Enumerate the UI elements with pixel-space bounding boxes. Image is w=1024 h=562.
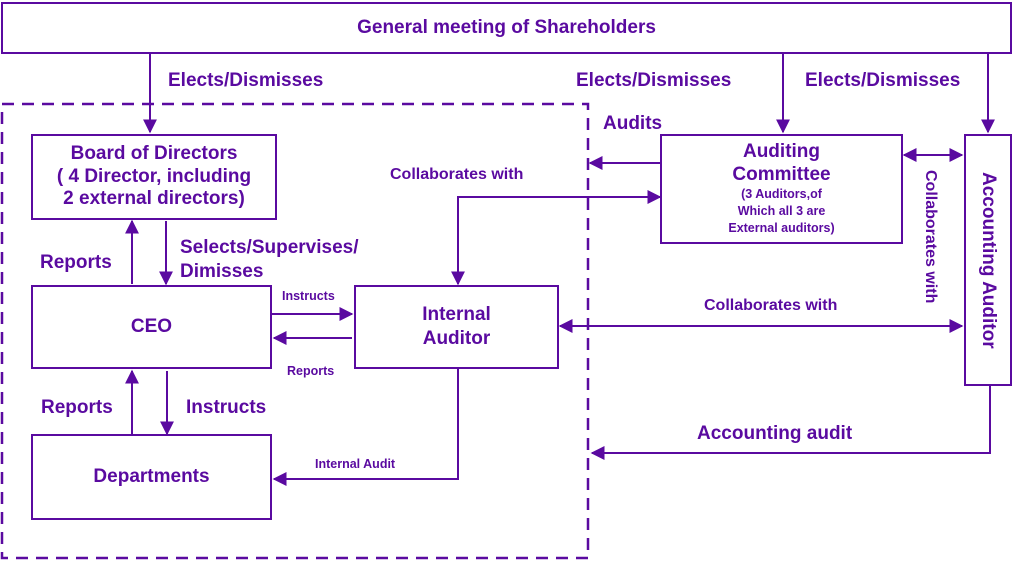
ceo-box: CEO xyxy=(31,285,272,369)
arrow-committee-internal-collab xyxy=(451,190,662,286)
departments-title: Departments xyxy=(93,466,210,487)
label-ceo-instructs-auditor: Instructs xyxy=(282,289,335,303)
accounting-auditor-title: Accounting Auditor xyxy=(978,171,999,349)
ceo-title: CEO xyxy=(130,316,173,337)
board-detail-2: 2 external directors) xyxy=(63,188,245,210)
shareholders-title: General meeting of Shareholders xyxy=(357,17,656,38)
label-internal-audit: Internal Audit xyxy=(315,457,396,471)
label-dept-reports-ceo: Reports xyxy=(41,397,113,418)
accounting-auditor-box: Accounting Auditor xyxy=(964,134,1012,386)
label-collab-internal-accounting: Collaborates with xyxy=(704,297,838,314)
internal-auditor-title-2: Auditor xyxy=(422,328,491,349)
label-audits: Audits xyxy=(603,113,663,134)
arrow-internal-audit xyxy=(272,369,459,486)
board-box: Board of Directors ( 4 Director, includi… xyxy=(31,134,277,220)
committee-note-1: (3 Auditors,of xyxy=(741,187,822,202)
label-board-selects-2: Dimisses xyxy=(180,260,264,282)
auditing-committee-box: Auditing Committee (3 Auditors,of Which … xyxy=(660,134,903,244)
label-elects-accounting: Elects/Dismisses xyxy=(805,70,961,91)
label-board-selects-1: Selects/Supervises/ xyxy=(180,237,359,258)
arrow-accounting-audit xyxy=(590,386,991,460)
committee-note-3: External auditors) xyxy=(728,221,835,236)
label-collab-committee-internal: Collaborates with xyxy=(390,166,524,183)
shareholders-box: General meeting of Shareholders xyxy=(1,2,1012,54)
label-ceo-reports-board: Reports xyxy=(40,252,112,273)
committee-title-1: Auditing xyxy=(742,140,821,162)
label-auditor-reports-ceo: Reports xyxy=(287,364,335,378)
committee-note-2: Which all 3 are xyxy=(737,204,826,219)
label-board-selects: Selects/Supervises/ Dimisses xyxy=(180,236,359,284)
board-title: Board of Directors xyxy=(70,142,238,164)
departments-box: Departments xyxy=(31,434,272,520)
board-detail-1: ( 4 Director, including xyxy=(56,165,252,187)
label-elects-board: Elects/Dismisses xyxy=(168,70,324,91)
internal-auditor-title-1: Internal xyxy=(422,304,491,326)
label-elects-committee: Elects/Dismisses xyxy=(576,70,732,91)
label-ceo-instructs-dept: Instructs xyxy=(186,397,267,418)
label-collab-committee-accounting: Collaborates with xyxy=(922,170,939,304)
committee-title-2: Committee xyxy=(732,163,831,185)
internal-auditor-box: Internal Auditor xyxy=(354,285,559,369)
label-accounting-audit: Accounting audit xyxy=(697,423,853,444)
